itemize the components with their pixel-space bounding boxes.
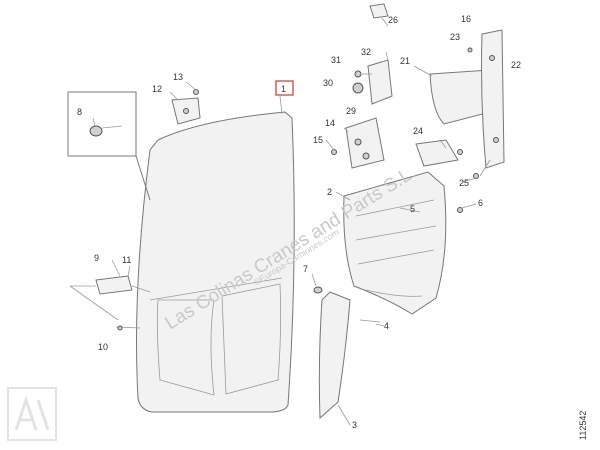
label-15[interactable]: 15 xyxy=(313,135,323,145)
label-12[interactable]: 12 xyxy=(152,84,162,94)
selected-part-highlight xyxy=(275,80,294,96)
label-23[interactable]: 23 xyxy=(450,32,460,42)
label-14[interactable]: 14 xyxy=(325,118,335,128)
main-panel xyxy=(136,111,295,413)
latch-24 xyxy=(415,139,463,167)
document-number: 112542 xyxy=(578,411,588,440)
clip-7 xyxy=(311,273,323,294)
step-assembly-5 xyxy=(343,171,447,323)
bracket-9 xyxy=(69,259,151,331)
frame-assembly-16 xyxy=(413,29,505,179)
inset-box-8 xyxy=(67,91,151,201)
label-24[interactable]: 24 xyxy=(413,126,423,136)
leader-lines xyxy=(279,95,477,327)
label-16[interactable]: 16 xyxy=(461,14,471,24)
label-2[interactable]: 2 xyxy=(327,187,332,197)
label-26[interactable]: 26 xyxy=(388,15,398,25)
end-cap-3 xyxy=(318,291,351,426)
watermark-logo xyxy=(7,387,57,441)
label-3[interactable]: 3 xyxy=(352,420,357,430)
label-8[interactable]: 8 xyxy=(77,107,82,117)
label-31[interactable]: 31 xyxy=(331,55,341,65)
label-32[interactable]: 32 xyxy=(361,47,371,57)
label-7[interactable]: 7 xyxy=(303,264,308,274)
bolt-6 xyxy=(457,203,477,213)
label-13[interactable]: 13 xyxy=(173,72,183,82)
callout-labels: 1 2 3 4 5 6 7 8 9 10 11 12 13 14 15 16 2… xyxy=(77,14,521,430)
label-10[interactable]: 10 xyxy=(98,342,108,352)
label-30[interactable]: 30 xyxy=(323,78,333,88)
bolt-26 xyxy=(369,3,389,27)
bracket-12 xyxy=(169,81,201,125)
label-1[interactable]: 1 xyxy=(281,84,286,94)
label-6[interactable]: 6 xyxy=(478,198,483,208)
hinge-group xyxy=(352,51,393,105)
label-9[interactable]: 9 xyxy=(94,253,99,263)
label-22[interactable]: 22 xyxy=(511,60,521,70)
label-5[interactable]: 5 xyxy=(410,204,415,214)
label-21[interactable]: 21 xyxy=(400,56,410,66)
bracket-14 xyxy=(331,117,385,169)
label-11[interactable]: 11 xyxy=(122,255,131,265)
label-29[interactable]: 29 xyxy=(346,106,356,116)
label-25[interactable]: 25 xyxy=(459,178,469,188)
label-4[interactable]: 4 xyxy=(384,321,389,331)
